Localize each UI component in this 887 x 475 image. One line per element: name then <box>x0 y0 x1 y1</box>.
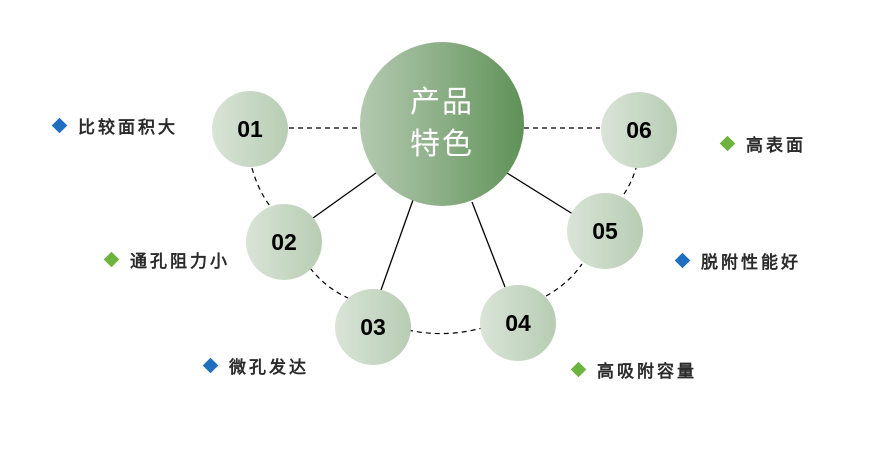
node-05: 05 <box>567 193 643 269</box>
feature-text: 脱附性能好 <box>701 253 801 273</box>
node-06: 06 <box>601 92 677 168</box>
feature-text: 比较面积大 <box>78 118 178 138</box>
dashed-arc-04-05 <box>545 263 583 297</box>
diamond-bullet-icon <box>570 361 587 378</box>
dashed-arc-03-04 <box>407 327 483 335</box>
diamond-bullet-icon <box>674 252 691 269</box>
diamond-bullet-icon <box>103 251 120 268</box>
center-title-line1: 产品 <box>410 85 474 120</box>
diamond-bullet-icon <box>202 357 219 374</box>
node-number: 01 <box>237 115 263 142</box>
feature-text: 微孔发达 <box>229 358 309 378</box>
feature-label-05: 脱附性能好 <box>674 248 801 273</box>
dashed-arc-05-06 <box>623 167 637 195</box>
solid-link-center-02 <box>312 172 377 219</box>
node-number: 02 <box>271 228 297 255</box>
feature-label-04: 高吸附容量 <box>570 357 697 382</box>
diamond-bullet-icon <box>719 135 736 152</box>
solid-link-center-03 <box>380 199 414 291</box>
feature-text: 通孔阻力小 <box>130 252 230 272</box>
feature-label-02: 通孔阻力小 <box>103 247 230 272</box>
node-number: 04 <box>505 309 531 336</box>
dashed-arc-01-02 <box>251 167 271 207</box>
solid-link-center-04 <box>471 201 506 288</box>
node-number: 03 <box>360 313 386 340</box>
node-02: 02 <box>246 204 322 280</box>
node-number: 05 <box>592 217 618 244</box>
diamond-bullet-icon <box>51 117 68 134</box>
node-04: 04 <box>480 285 556 361</box>
feature-text: 高吸附容量 <box>597 362 697 382</box>
feature-text: 高表面 <box>746 136 806 156</box>
feature-label-06: 高表面 <box>719 131 806 156</box>
center-title-line2: 特色 <box>410 127 474 162</box>
solid-link-center-05 <box>506 172 577 217</box>
feature-label-03: 微孔发达 <box>202 353 309 378</box>
center-circle: 产品 特色 <box>360 42 524 206</box>
node-01: 01 <box>212 91 288 167</box>
feature-label-01: 比较面积大 <box>51 113 178 138</box>
dashed-arc-02-03 <box>309 267 349 299</box>
node-number: 06 <box>626 116 652 143</box>
node-03: 03 <box>335 289 411 365</box>
